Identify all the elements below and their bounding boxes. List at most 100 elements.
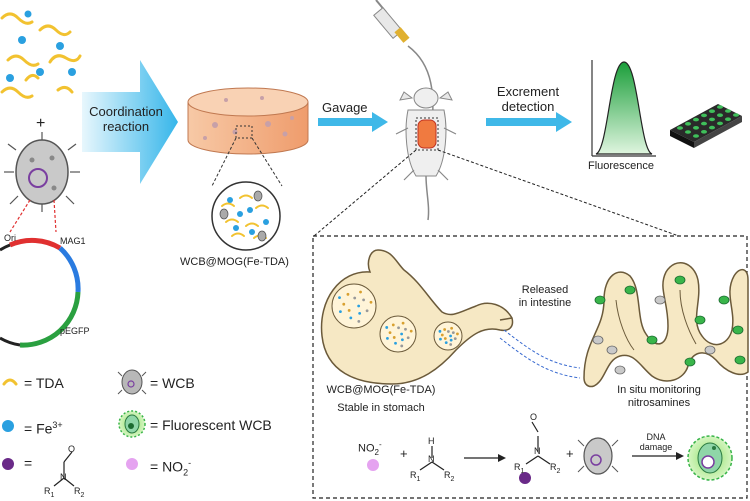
nitroso-r2: R2 — [550, 462, 560, 477]
well — [701, 130, 707, 134]
legend-nitrite-text: = NO2- — [150, 456, 191, 480]
fluorescence-label: Fluorescence — [588, 160, 655, 172]
mog-dot — [449, 338, 453, 342]
stomach — [320, 249, 514, 385]
legend-nitrite-sup: - — [188, 458, 192, 468]
mog-dot — [450, 326, 454, 330]
reaction-fluorescent-wcb — [687, 435, 733, 481]
mog-dot — [404, 327, 407, 331]
mog-dot — [400, 344, 404, 348]
mog-dot — [349, 316, 353, 320]
nitrite-formula-base: NO — [358, 442, 375, 455]
coordination-label-line2: reaction — [102, 119, 150, 134]
mog-zoom-circle — [211, 181, 281, 251]
well — [701, 121, 707, 126]
well — [693, 126, 699, 130]
mog-dot — [456, 332, 459, 336]
amine-r1: R1 — [410, 470, 420, 485]
nitrite-formula: NO2- — [358, 438, 382, 459]
legend-nitroso-r2: R2 — [74, 486, 84, 501]
fluorescent-wcb-cell — [624, 285, 636, 295]
in-situ-label: In situ monitoring nitrosamines — [604, 384, 714, 410]
fluorescent-wcb-cell — [674, 275, 686, 285]
well — [725, 117, 731, 121]
fluorescent-wcb-cell — [732, 325, 744, 335]
mog-dot — [357, 304, 361, 308]
released-label-line2: in intestine — [518, 297, 572, 309]
fluorescence-plot — [591, 60, 656, 157]
well — [709, 117, 715, 122]
nitroso-r1-sub: 1 — [520, 467, 525, 475]
mog-dot — [406, 336, 410, 340]
mog-dot — [353, 296, 357, 300]
plasmid — [0, 237, 81, 348]
well — [709, 109, 715, 113]
legend-nitrite-base: = NO — [150, 458, 184, 475]
mog-dot — [346, 292, 350, 296]
nitroso-o: O — [530, 412, 538, 422]
dna-damage-line2: damage — [639, 442, 673, 452]
legend-nitroso-r1: R1 — [44, 486, 54, 501]
mog-dot — [449, 343, 453, 346]
legend-nitrite-sub: 2 — [183, 467, 189, 478]
fluorescent-wcb-cell — [734, 355, 746, 365]
plus-sign-top: + — [36, 115, 46, 132]
nitroso-r2-sub: 2 — [556, 467, 561, 475]
mog-dot — [401, 321, 405, 325]
well — [717, 121, 723, 126]
nitroso-r1-base: R — [514, 462, 521, 472]
mog-dot — [440, 333, 444, 337]
mog-dot — [394, 341, 397, 345]
tda-fe-mixture — [0, 10, 82, 99]
fluorescent-wcb-icon — [118, 410, 146, 438]
mog-dot — [409, 329, 413, 333]
well — [717, 113, 723, 117]
stable-in-stomach-label: Stable in stomach — [337, 402, 425, 414]
legend-nitroso-o: O — [68, 444, 76, 454]
nitrosamine-product-icon — [519, 472, 531, 484]
excrement-label-line2: detection — [501, 99, 555, 114]
excrement-label: Excrement detection — [484, 84, 572, 114]
mog-dot — [339, 310, 342, 314]
dna-damage-line1: DNA — [646, 432, 666, 442]
nitrosamine-product-structure — [525, 421, 551, 465]
plasmid-pegfp-label: pEGFP — [60, 326, 90, 336]
mog-dot — [386, 336, 389, 340]
mog-dot — [338, 296, 341, 299]
legend-nitroso-r1-sub: 1 — [50, 491, 55, 499]
legend-nitrosamine-text: = — [24, 455, 33, 471]
well — [693, 134, 699, 138]
wcb-cell-small — [606, 345, 618, 355]
wcb-mog-label-stomach: WCB@MOG(Fe-TDA) — [326, 384, 436, 396]
nitrosamine-structure-icon — [53, 451, 75, 487]
reaction-wcb-cell — [577, 437, 619, 475]
mog-dot — [451, 331, 455, 335]
well — [717, 105, 723, 109]
mog-dot — [347, 309, 351, 312]
nitroso-r1: R1 — [514, 462, 524, 477]
well — [701, 113, 707, 118]
plus-sign-reaction-2: + — [566, 446, 574, 461]
reaction-row — [367, 421, 733, 484]
mog-dot — [443, 337, 447, 340]
mog-dot — [392, 336, 396, 339]
legend-wcb-text: = WCB — [150, 375, 195, 391]
mog-dot — [391, 323, 395, 327]
amine-n: N — [428, 454, 435, 464]
amine-h: H — [428, 436, 435, 446]
wcb-cell-small — [704, 345, 716, 355]
nitrite-reactant-icon — [367, 459, 379, 471]
plasmid-mag1-label: MAG1 — [60, 236, 86, 246]
mog-dot — [453, 337, 457, 341]
excrement-label-line1: Excrement — [496, 84, 560, 99]
nitrite-formula-sup: - — [378, 440, 382, 449]
mog-dot — [358, 311, 362, 315]
mog-cylinder — [187, 87, 309, 187]
mog-dot — [342, 302, 346, 306]
well — [709, 125, 715, 130]
fluorescent-wcb-cell — [646, 335, 658, 345]
wcb-cell-small — [614, 365, 626, 375]
wcb-cell-icon — [117, 369, 147, 395]
